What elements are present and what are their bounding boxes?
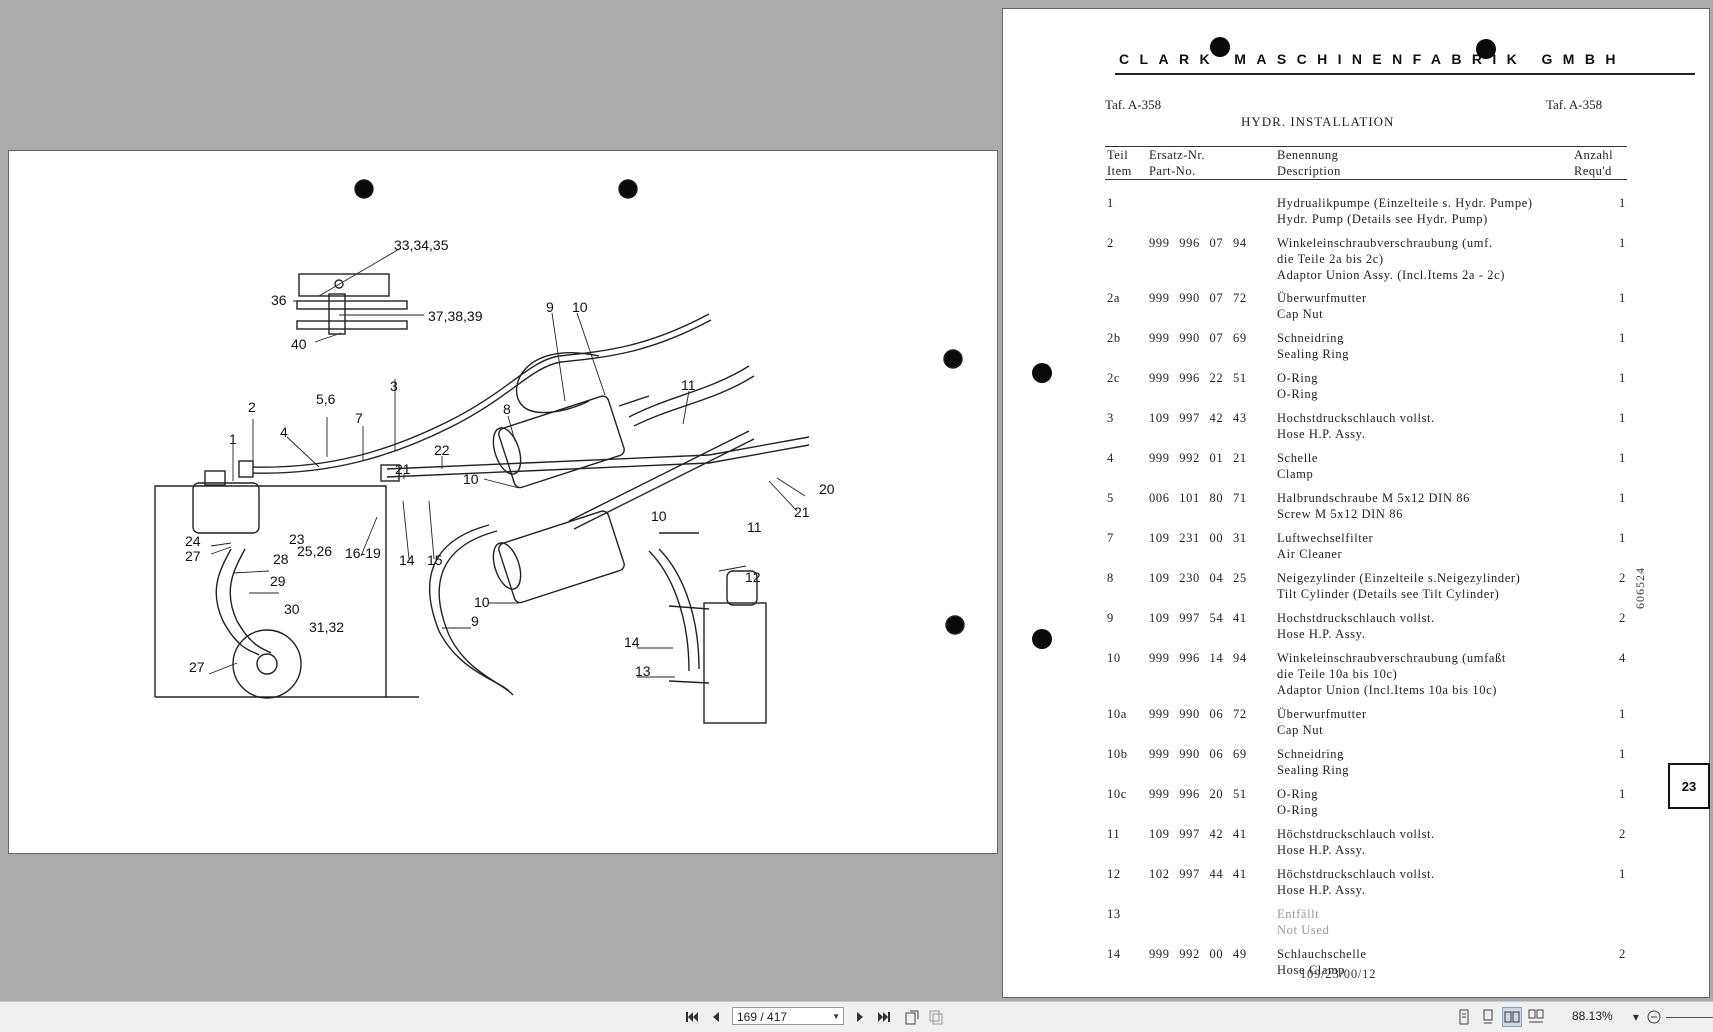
callout: 10 [474, 594, 490, 610]
previous-page-icon [713, 1012, 719, 1022]
plate-number-left: Taf. A-358 [1105, 97, 1162, 112]
callout: 14 [624, 634, 640, 650]
callout: 3 [390, 378, 398, 394]
callout: 27 [189, 659, 205, 675]
callout: 12 [745, 569, 761, 585]
callout: 8 [503, 401, 511, 417]
rotate-page-button[interactable] [902, 1007, 922, 1027]
single-page-icon [1459, 1009, 1469, 1025]
side-number: 606524 [1633, 567, 1647, 609]
col-header-part: Ersatz-Nr.Part-No. [1149, 148, 1206, 178]
last-page-icon [878, 1012, 890, 1022]
callout: 10 [651, 508, 667, 524]
callout: 1 [229, 431, 237, 447]
callout: 27 [185, 548, 201, 564]
page-number-select[interactable]: 169 / 417 ▼ [732, 1007, 844, 1025]
callout: 5,6 [316, 391, 336, 407]
next-page-button[interactable] [850, 1007, 870, 1027]
document-viewport[interactable]: 33,34,35 36 37,38,39 40 9 10 3 5,6 2 4 7… [0, 0, 1713, 1001]
callout: 29 [270, 573, 286, 589]
company-header: CLARK MASCHINENFABRIK GMBH [1119, 51, 1626, 67]
continuous-facing-view-button[interactable] [1526, 1007, 1546, 1027]
last-page-button[interactable] [874, 1007, 894, 1027]
parts-list-page: CLARK MASCHINENFABRIK GMBH Taf. A-358 Ta… [1002, 8, 1710, 998]
diagram-page: 33,34,35 36 37,38,39 40 9 10 3 5,6 2 4 7… [8, 150, 998, 854]
page-copy-button[interactable] [926, 1007, 946, 1027]
zoom-out-icon [1647, 1010, 1661, 1024]
punch-hole [1476, 39, 1496, 59]
zoom-slider[interactable] [1666, 1017, 1713, 1018]
first-page-icon [686, 1012, 698, 1022]
callout: 22 [434, 442, 450, 458]
callout: 30 [284, 601, 300, 617]
callout: 20 [819, 481, 835, 497]
single-page-view-button[interactable] [1454, 1007, 1474, 1027]
callout: 10 [463, 471, 479, 487]
callout: 37,38,39 [428, 308, 483, 324]
facing-pages-icon [1504, 1011, 1520, 1023]
punch-hole [1032, 629, 1052, 649]
callout: 14 [399, 552, 415, 568]
table-rule-top [1105, 146, 1627, 147]
callout: 9 [546, 299, 554, 315]
document-code: 109/23/00/12 [1300, 967, 1377, 981]
continuous-view-button[interactable] [1478, 1007, 1498, 1027]
first-page-button[interactable] [682, 1007, 702, 1027]
callout: 21 [395, 461, 411, 477]
zoom-out-button[interactable] [1644, 1007, 1664, 1027]
callout: 10 [572, 299, 588, 315]
zoom-dropdown-button[interactable]: ▼ [1630, 1007, 1642, 1027]
previous-page-button[interactable] [706, 1007, 726, 1027]
callout: 2 [248, 399, 256, 415]
callout: 24 [185, 533, 201, 549]
page-title: HYDR. INSTALLATION [1241, 114, 1395, 129]
facing-pages-view-button[interactable] [1502, 1007, 1522, 1027]
plate-number-right: Taf. A-358 [1546, 97, 1603, 112]
page-tab: 23 [1668, 763, 1710, 809]
callout: 21 [794, 504, 810, 520]
callout: 13 [635, 663, 651, 679]
page-copy-icon [929, 1010, 943, 1025]
chevron-down-icon: ▼ [1632, 1012, 1640, 1022]
page-export-icon [905, 1010, 919, 1025]
punch-hole [1032, 363, 1052, 383]
next-page-icon [857, 1012, 863, 1022]
callout: 11 [747, 519, 762, 535]
continuous-page-icon [1483, 1009, 1493, 1024]
callout: 7 [355, 410, 363, 426]
callout: 15 [427, 552, 443, 568]
continuous-facing-icon [1528, 1009, 1544, 1023]
callout: 4 [280, 424, 288, 440]
callout: 16-19 [345, 545, 381, 561]
callout: 33,34,35 [394, 237, 449, 253]
hydraulic-installation-drawing [154, 179, 965, 724]
callout: 31,32 [309, 619, 345, 635]
chevron-down-icon: ▼ [832, 1012, 840, 1021]
callout: 40 [291, 336, 307, 352]
punch-hole [1210, 37, 1230, 57]
header-rule [1115, 73, 1695, 75]
callout: 23 [289, 531, 305, 547]
callout: 11 [681, 377, 696, 393]
callout: 28 [273, 551, 289, 567]
callout: 9 [471, 613, 479, 629]
viewer-toolbar: 169 / 417 ▼ 88.13% ▼ [0, 1001, 1713, 1032]
callout: 36 [271, 292, 287, 308]
callout: 25,26 [297, 543, 333, 559]
zoom-level[interactable]: 88.13% [1572, 1009, 1613, 1023]
table-rule-header [1105, 179, 1627, 180]
